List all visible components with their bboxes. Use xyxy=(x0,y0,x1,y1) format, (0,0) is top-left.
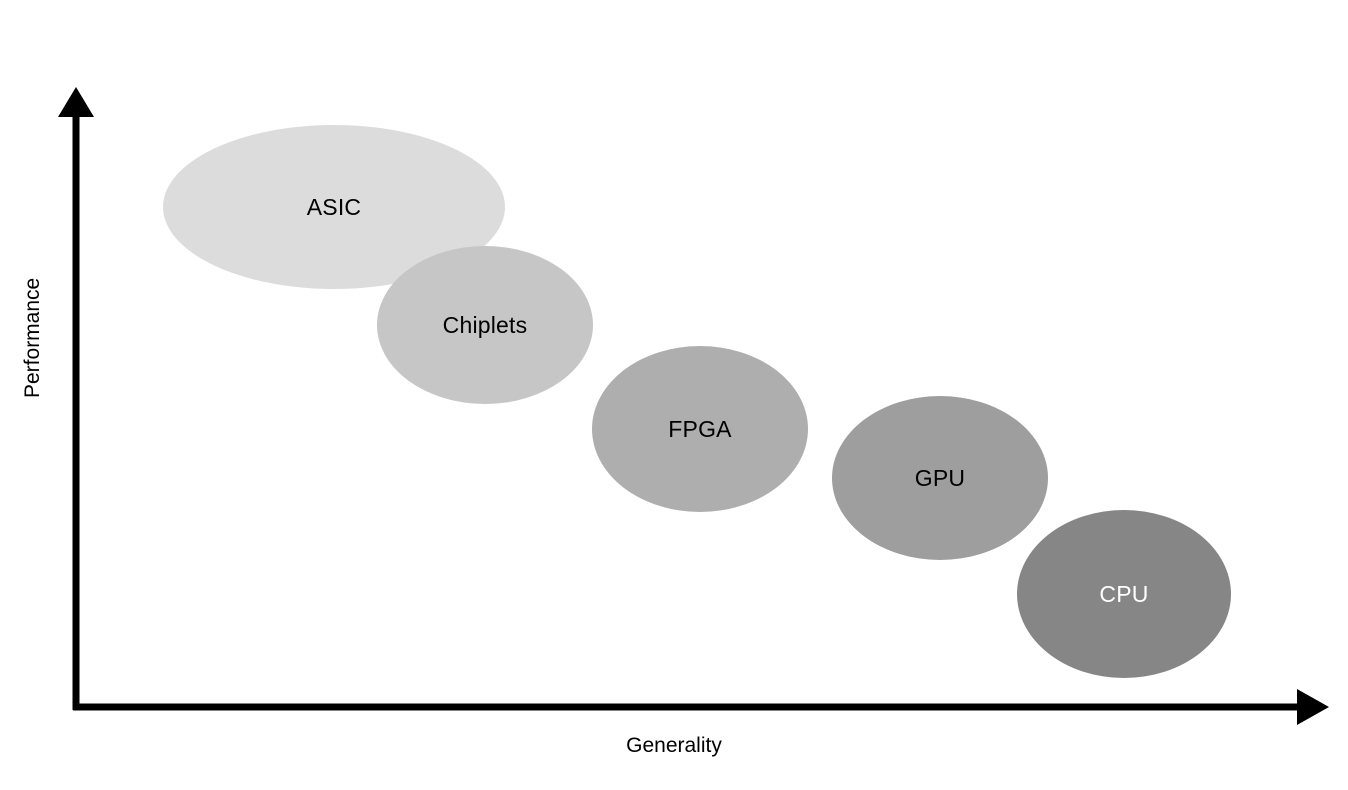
x-axis-arrow-icon xyxy=(1297,689,1329,725)
bubble-chiplets[interactable]: Chiplets xyxy=(377,246,593,404)
y-axis-arrow-icon xyxy=(58,87,94,117)
bubble-label: Chiplets xyxy=(442,311,528,338)
bubble-gpu[interactable]: GPU xyxy=(832,396,1048,560)
bubble-label: ASIC xyxy=(306,193,362,220)
x-axis-label: Generality xyxy=(626,734,722,757)
bubble-label: CPU xyxy=(1099,580,1149,607)
bubble-label: GPU xyxy=(914,464,966,491)
bubble-cpu[interactable]: CPU xyxy=(1017,510,1231,678)
bubble-label: FPGA xyxy=(668,415,732,442)
y-axis-label: Performance xyxy=(21,277,44,398)
bubble-fpga[interactable]: FPGA xyxy=(592,346,808,512)
